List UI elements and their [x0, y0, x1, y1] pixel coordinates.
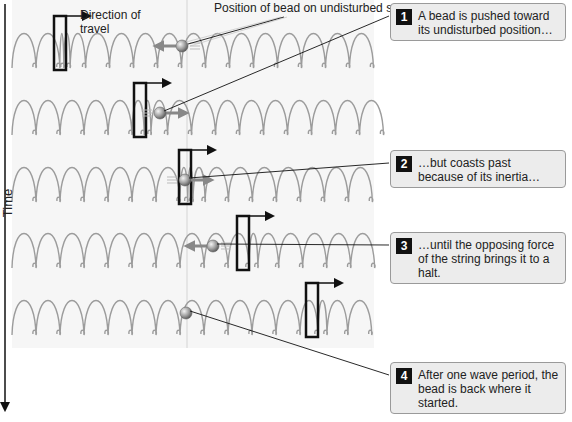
spring-coil	[12, 101, 384, 136]
motion-lines	[167, 183, 177, 184]
callout-text: After one wave period, the bead is back …	[418, 368, 559, 410]
callout-number: 2	[396, 156, 412, 172]
pulse-marker	[306, 283, 318, 337]
motion-lines	[167, 177, 177, 178]
bead	[180, 307, 192, 319]
callout-text: …until the opposing force of the string …	[418, 238, 559, 280]
callout-number: 4	[396, 368, 412, 384]
bead	[207, 240, 219, 252]
callout-box: 4 After one wave period, the bead is back…	[390, 362, 566, 414]
callout-number: 1	[396, 9, 412, 25]
motion-lines	[221, 246, 231, 247]
callout-text: A bead is pushed toward its undisturbed …	[418, 9, 559, 37]
motion-arrow	[191, 179, 211, 182]
leader-line	[189, 163, 389, 178]
travel-arrow	[249, 215, 273, 217]
direction-label: Direction of travel	[80, 8, 142, 36]
leader-line	[186, 17, 281, 42]
motion-arrow	[187, 245, 207, 248]
leader-line	[188, 17, 284, 44]
motion-arrow	[166, 112, 186, 115]
motion-lines	[142, 116, 152, 117]
spring-coil	[12, 234, 375, 269]
callout-number: 3	[396, 238, 412, 254]
leader-line	[190, 17, 287, 46]
motion-lines	[190, 49, 200, 50]
background-panel	[12, 0, 374, 348]
callout-box: 2 …but coasts past because of its inertia…	[390, 150, 566, 188]
leader-line	[217, 244, 389, 245]
motion-lines	[142, 113, 152, 114]
motion-lines	[221, 249, 231, 250]
pulse-marker	[237, 216, 249, 270]
motion-lines	[167, 180, 177, 181]
bead	[154, 107, 166, 119]
travel-arrow	[146, 82, 170, 84]
spring-coil	[12, 168, 373, 203]
motion-lines	[142, 110, 152, 111]
callout-box: 1 A bead is pushed toward its undisturbed…	[390, 3, 566, 41]
travel-arrow	[191, 149, 215, 151]
bead	[179, 174, 191, 186]
motion-lines	[221, 243, 231, 244]
leader-line	[190, 311, 389, 375]
motion-arrow	[156, 45, 176, 48]
time-label: Time	[1, 183, 15, 223]
pulse-marker	[54, 16, 66, 70]
travel-arrow	[318, 282, 342, 284]
callout-text: …but coasts past because of its inertia…	[418, 156, 559, 184]
callout-box: 3 …until the opposing force of the string…	[390, 232, 566, 284]
leader-line	[164, 16, 389, 111]
pulse-marker	[179, 150, 191, 204]
